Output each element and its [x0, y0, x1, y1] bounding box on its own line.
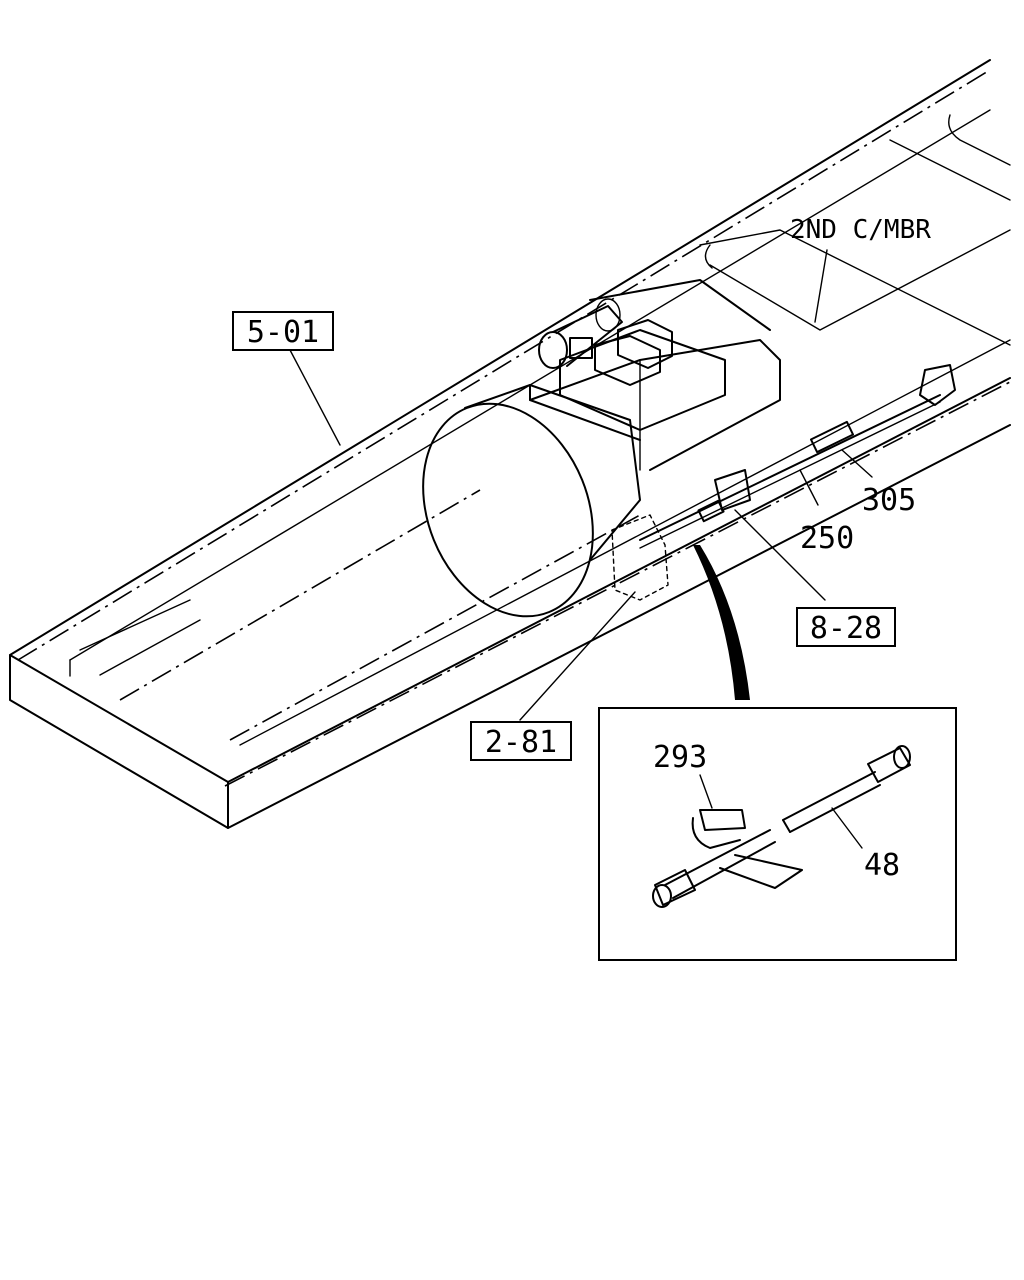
label-2nd-crossmember: 2ND C/MBR — [790, 215, 931, 245]
label-part-293: 293 — [653, 740, 707, 775]
callout-2-81: 2-81 — [470, 721, 572, 761]
leader-lines — [289, 249, 873, 721]
callout-8-28-text: 8-28 — [810, 611, 882, 646]
crossmember-2nd — [699, 114, 1011, 346]
transmission — [422, 279, 781, 618]
label-part-250: 250 — [800, 521, 854, 556]
detail-inset — [598, 707, 957, 961]
callout-5-01: 5-01 — [232, 311, 334, 351]
callout-2-81-text: 2-81 — [485, 725, 557, 760]
callout-8-28: 8-28 — [796, 607, 896, 647]
label-part-48: 48 — [864, 848, 900, 883]
label-part-305: 305 — [862, 483, 916, 518]
speedometer-cable — [611, 364, 956, 601]
callout-5-01-text: 5-01 — [247, 315, 319, 350]
